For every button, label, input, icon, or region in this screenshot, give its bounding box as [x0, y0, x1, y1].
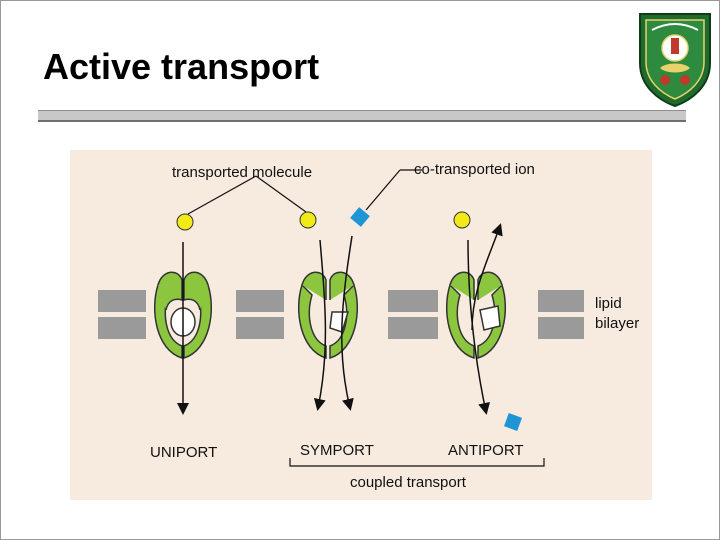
title-divider	[38, 110, 686, 122]
lipid-bilayer	[98, 290, 584, 339]
label-bilayer: bilayer	[595, 315, 639, 332]
symport-ion	[350, 207, 370, 227]
symport-carrier-protein	[297, 271, 359, 360]
antiport-carrier-protein	[445, 271, 507, 360]
label-pointers	[187, 169, 422, 215]
slide-title: Active transport	[43, 46, 320, 87]
symport-molecule	[299, 211, 317, 229]
active-transport-diagram: transported molecule co-transported ion …	[70, 150, 652, 500]
label-antiport: ANTIPORT	[448, 442, 524, 459]
coupled-transport-bracket	[289, 458, 545, 467]
uniport-carrier-protein	[153, 271, 213, 360]
label-symport: SYMPORT	[300, 442, 374, 459]
label-transported-molecule: transported molecule	[172, 164, 312, 181]
label-co-transported-ion: co-transported ion	[414, 161, 535, 178]
transport-arrows	[177, 223, 503, 415]
label-lipid: lipid	[595, 295, 622, 312]
label-coupled-transport: coupled transport	[350, 474, 467, 491]
university-crest-icon	[639, 13, 711, 108]
uniport-molecule	[176, 213, 194, 231]
antiport-ion	[504, 413, 522, 431]
antiport-molecule	[453, 211, 471, 229]
label-uniport: UNIPORT	[150, 444, 217, 461]
